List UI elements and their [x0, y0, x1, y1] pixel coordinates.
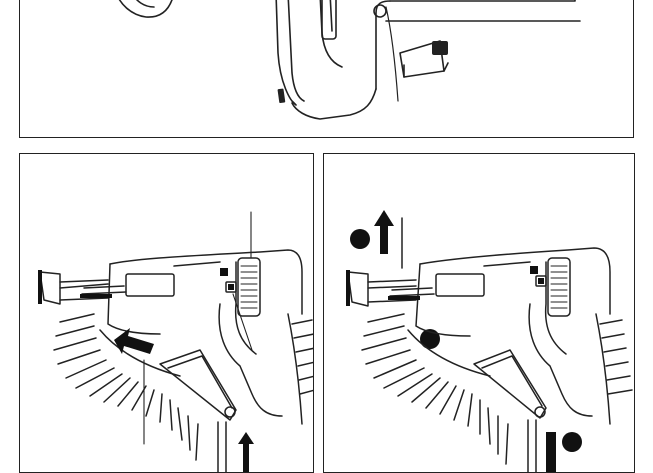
step-2-marker — [562, 432, 582, 452]
figure-8-illustration — [118, 0, 581, 120]
screwdriver-attachment-illustration — [38, 211, 313, 472]
figure-9-panel — [19, 153, 314, 473]
figure-8-panel — [19, 0, 634, 138]
figure-10-panel — [323, 153, 635, 473]
screwdriver-attachment-illustration — [346, 210, 633, 472]
step-2-marker — [420, 329, 440, 349]
step-1-marker — [350, 229, 370, 249]
